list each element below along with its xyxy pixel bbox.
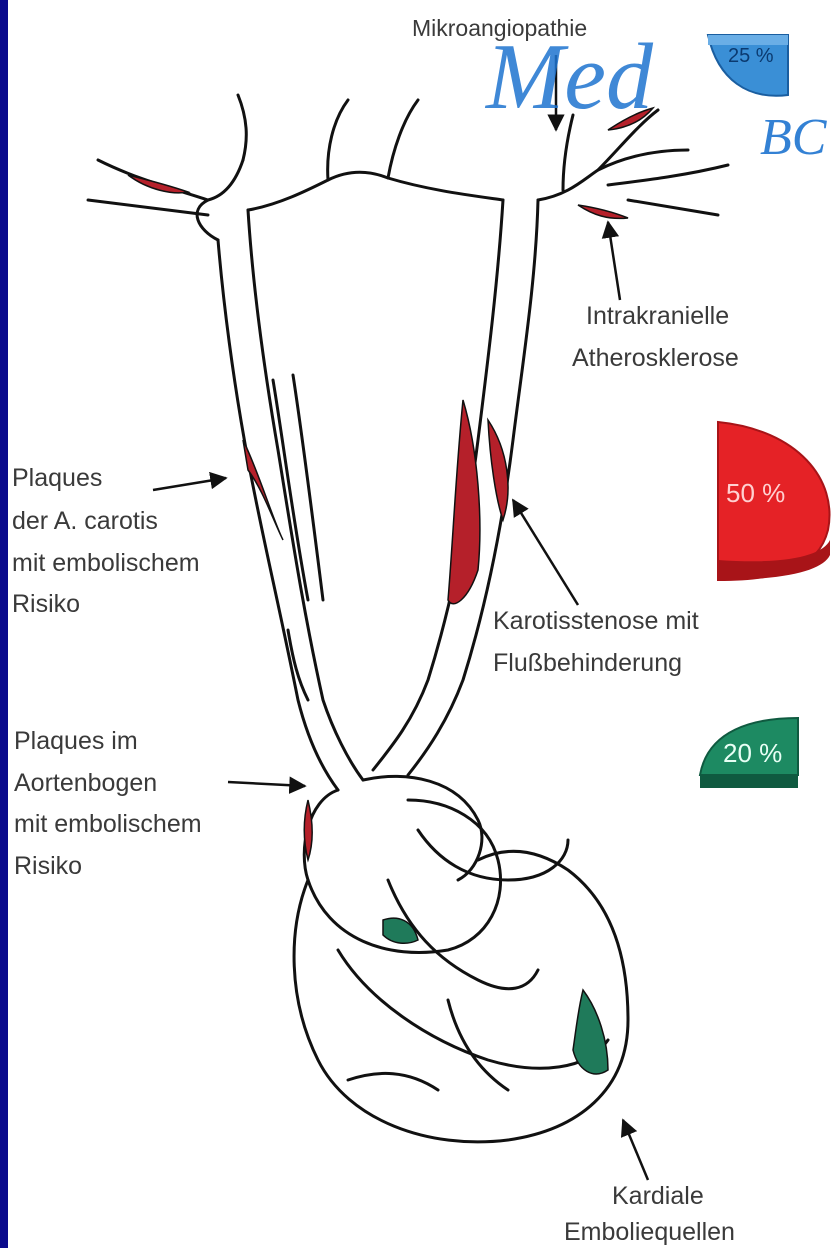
arrow-intracranial — [608, 222, 620, 300]
label-intracranial-line1: Intrakranielle — [586, 300, 729, 332]
arrow-carotid-plaque — [153, 478, 226, 490]
stenosis-shape-2 — [488, 420, 508, 520]
label-aortic-line1: Plaques im — [14, 725, 138, 757]
atrial-source-shape — [383, 918, 418, 943]
label-carotid-plaque-line1: Plaques — [12, 462, 102, 494]
label-intracranial-line2: Atherosklerose — [572, 342, 739, 374]
label-aortic-line3: mit embolischem — [14, 808, 202, 840]
arrow-aortic — [228, 782, 305, 786]
label-cardiac-line2: Emboliequellen — [564, 1216, 735, 1248]
label-cardiac-line1: Kardiale — [612, 1180, 704, 1212]
stenosis-shape-1 — [448, 400, 480, 604]
diagram-panel: 25 % 50 % 20 % Med BC Mikroangiopathie I… — [8, 0, 835, 1248]
cardiac-sources — [383, 918, 608, 1074]
carotid-plaque-shape — [243, 440, 283, 540]
label-aortic-line4: Risiko — [14, 850, 82, 882]
arrow-stenosis — [513, 500, 578, 605]
ventricular-source-shape — [573, 990, 608, 1074]
watermark-logo-sub: BC — [760, 112, 826, 164]
vascular-diagram: 25 % 50 % 20 % — [8, 0, 835, 1248]
label-aortic-line2: Aortenbogen — [14, 767, 157, 799]
watermark-logo: Med — [486, 30, 653, 124]
label-carotid-plaque-line2: der A. carotis — [12, 505, 158, 537]
intracranial-plaque-right — [578, 205, 628, 218]
pie-value-carotid: 50 % — [726, 478, 785, 508]
pie-value-microangiopathy: 25 % — [728, 45, 774, 67]
label-stenosis-line2: Flußbehinderung — [493, 647, 682, 679]
aortic-plaque-shape — [304, 800, 312, 860]
pie-value-cardiac: 20 % — [723, 738, 782, 768]
label-microangiopathy: Mikroangiopathie — [412, 12, 587, 44]
intracranial-plaque-left — [128, 175, 188, 193]
label-carotid-plaque-line4: Risiko — [12, 588, 80, 620]
arrow-cardiac — [623, 1120, 648, 1180]
label-stenosis-line1: Karotisstenose mit — [493, 605, 699, 637]
label-carotid-plaque-line3: mit embolischem — [12, 547, 200, 579]
